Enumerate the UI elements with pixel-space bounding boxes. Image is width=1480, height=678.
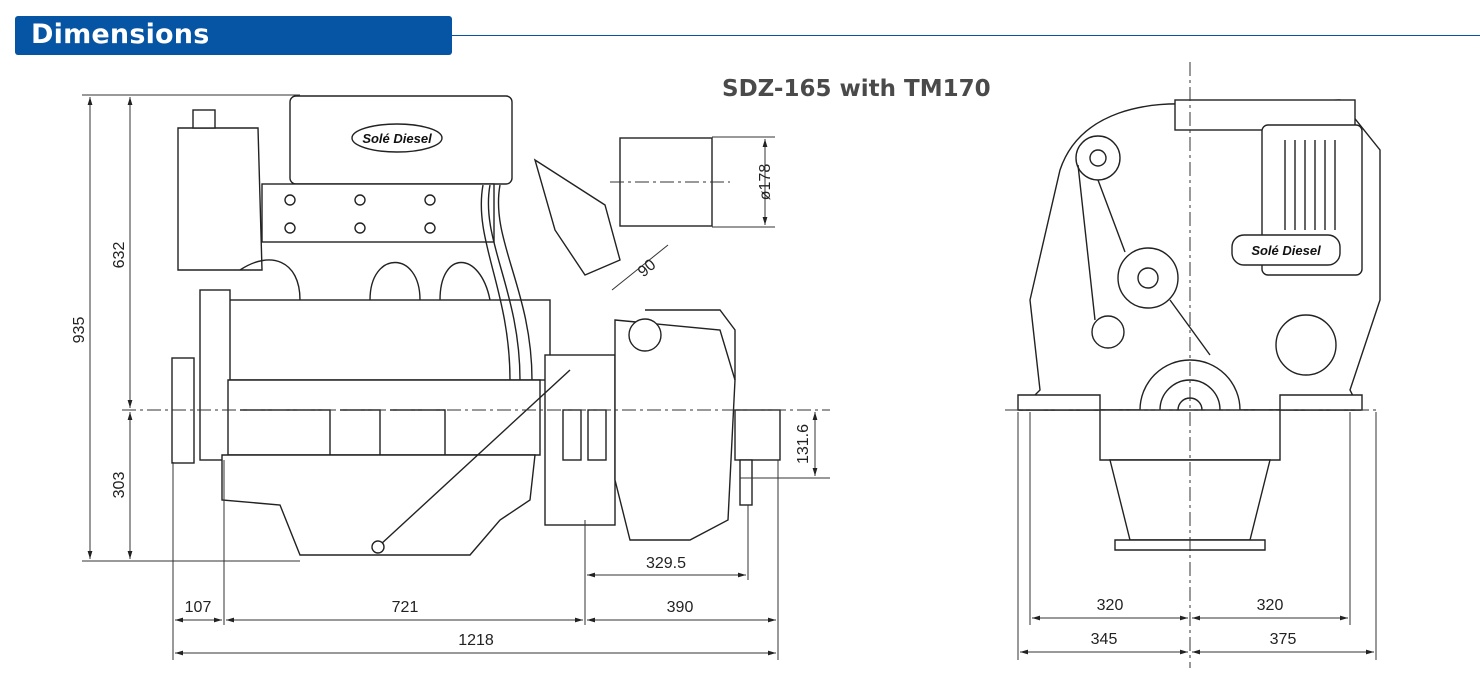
section-title: Dimensions (31, 19, 210, 50)
drawing-title: SDZ-165 with TM170 (722, 76, 991, 102)
front-view-engine: Solé Diesel (1017, 99, 1381, 551)
dim-lower-height: 303 (111, 472, 128, 499)
dim-overall-height: 935 (71, 317, 88, 344)
dim-left-half-mount: 320 (1097, 597, 1124, 614)
dim-left-half-width: 345 (1091, 631, 1118, 648)
side-view-engine: Solé Diesel (171, 95, 781, 556)
header-divider (452, 35, 1480, 36)
dim-overall-length: 1218 (458, 632, 494, 649)
dim-upper-height: 632 (111, 242, 128, 269)
logo-front: Solé Diesel (1251, 243, 1321, 258)
dim-right-half-mount: 320 (1257, 597, 1284, 614)
front-view-dimensions: 320 320 345 375 (1005, 62, 1380, 668)
logo-side: Solé Diesel (362, 131, 432, 146)
section-header: Dimensions (15, 16, 452, 55)
dim-gearbox-length: 390 (667, 599, 694, 616)
dim-output-offset: 329.5 (646, 555, 686, 572)
dim-exhaust-diameter: ø178 (757, 164, 774, 201)
dim-shaft-offset: 131.6 (795, 424, 812, 464)
dim-engine-length: 721 (392, 599, 419, 616)
dim-front-overhang: 107 (185, 599, 212, 616)
dim-exhaust-angle: 90 (635, 256, 660, 281)
dim-right-half-width: 375 (1270, 631, 1297, 648)
